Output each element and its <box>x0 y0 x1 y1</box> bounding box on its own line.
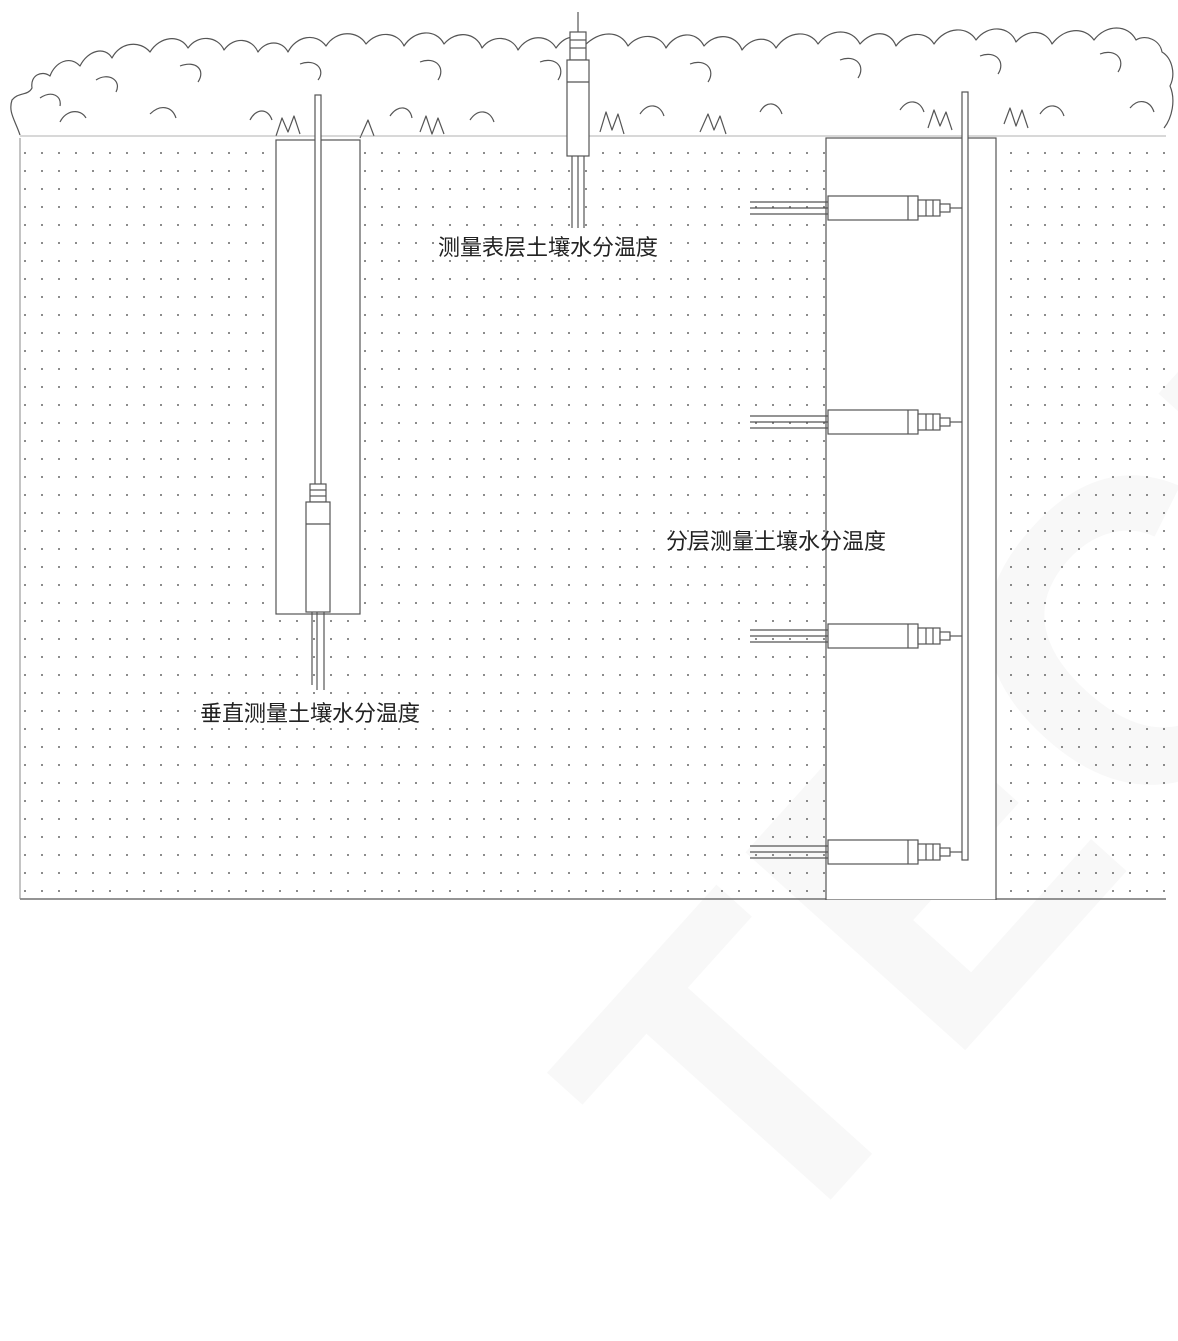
layered-trench <box>825 137 997 900</box>
vertical-cable <box>314 94 322 486</box>
surface-sensor-label: 测量表层土壤水分温度 <box>438 236 659 261</box>
vertical-sensor-cap <box>309 483 327 503</box>
vegetation-outline <box>10 27 1174 139</box>
layered-sensor-3 <box>750 623 962 649</box>
layered-sensor-1 <box>750 195 962 221</box>
surface-sensor-cap <box>569 31 587 61</box>
layered-cable <box>961 91 969 861</box>
layered-sensors <box>750 195 962 865</box>
layered-sensor-label: 分层测量土壤水分温度 <box>666 530 887 555</box>
soil-sensor-diagram <box>10 12 1174 900</box>
vertical-sensor-body <box>305 501 331 613</box>
vertical-sensor <box>305 94 331 690</box>
vertical-sensor-label: 垂直测量土壤水分温度 <box>200 702 421 727</box>
layered-sensor-2 <box>750 409 962 435</box>
surface-sensor <box>566 12 590 228</box>
surface-sensor-body <box>566 59 590 157</box>
layered-sensor-4 <box>750 839 962 865</box>
